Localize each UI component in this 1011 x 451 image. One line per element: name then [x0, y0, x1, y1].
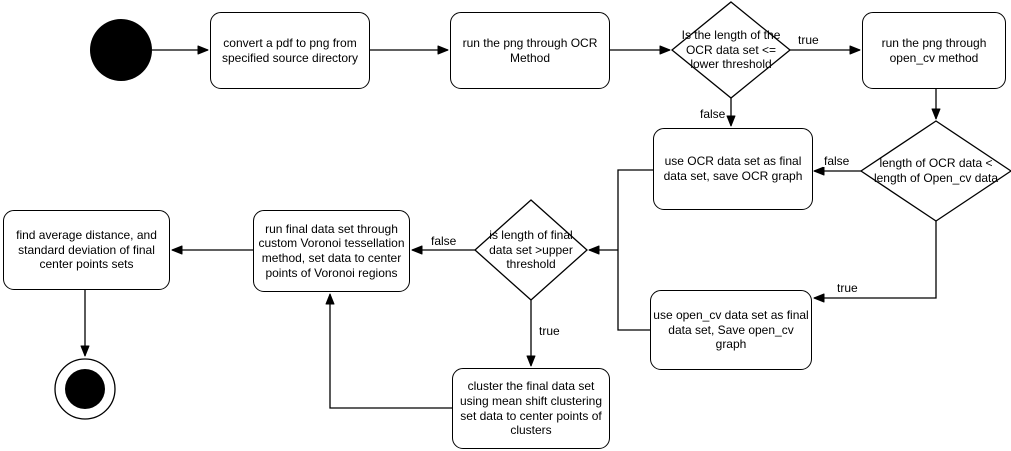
edge-merge-bracket	[617, 169, 653, 331]
edge-cluster-to-voronoi	[325, 293, 452, 409]
node-cluster-label: cluster the final data set using mean sh…	[459, 379, 603, 438]
node-use-ocr: use OCR data set as final data set, save…	[653, 128, 813, 210]
node-convert-pdf-label: convert a pdf to png from specified sour…	[221, 35, 359, 65]
edge-label-compare-true: true	[836, 281, 859, 295]
edge-label-lower-true: true	[797, 33, 820, 47]
node-find-average-label: find average distance, and standard devi…	[16, 228, 157, 272]
node-use-opencv-label: use open_cv data set as final data set, …	[653, 308, 809, 352]
node-decision-lower-diamond	[670, 1, 792, 99]
node-decision-compare-diamond	[859, 120, 1011, 222]
node-decision-upper-diamond	[474, 199, 588, 301]
end-node	[54, 358, 116, 420]
node-find-average: find average distance, and standard devi…	[3, 210, 170, 290]
node-run-opencv-label: run the png through open_cv method	[881, 35, 987, 65]
node-voronoi: run final data set through custom Vorono…	[253, 210, 410, 292]
edge-label-upper-false: false	[430, 234, 458, 248]
node-use-ocr-label: use OCR data set as final data set, save…	[663, 154, 803, 183]
node-run-opencv: run the png through open_cv method	[862, 12, 1006, 89]
node-use-opencv: use open_cv data set as final data set, …	[650, 290, 812, 370]
edge-label-upper-true: true	[538, 324, 561, 338]
edge-label-lower-false: false	[699, 107, 727, 121]
node-run-ocr: run the png through OCR Method	[450, 12, 610, 89]
node-cluster: cluster the final data set using mean sh…	[452, 368, 610, 449]
node-voronoi-label: run final data set through custom Vorono…	[258, 221, 405, 280]
edge-decision-compare-true	[813, 221, 937, 303]
edge-label-compare-false: false	[823, 154, 851, 168]
node-run-ocr-label: run the png through OCR Method	[462, 35, 598, 65]
start-node	[90, 19, 152, 81]
node-convert-pdf: convert a pdf to png from specified sour…	[210, 12, 370, 89]
